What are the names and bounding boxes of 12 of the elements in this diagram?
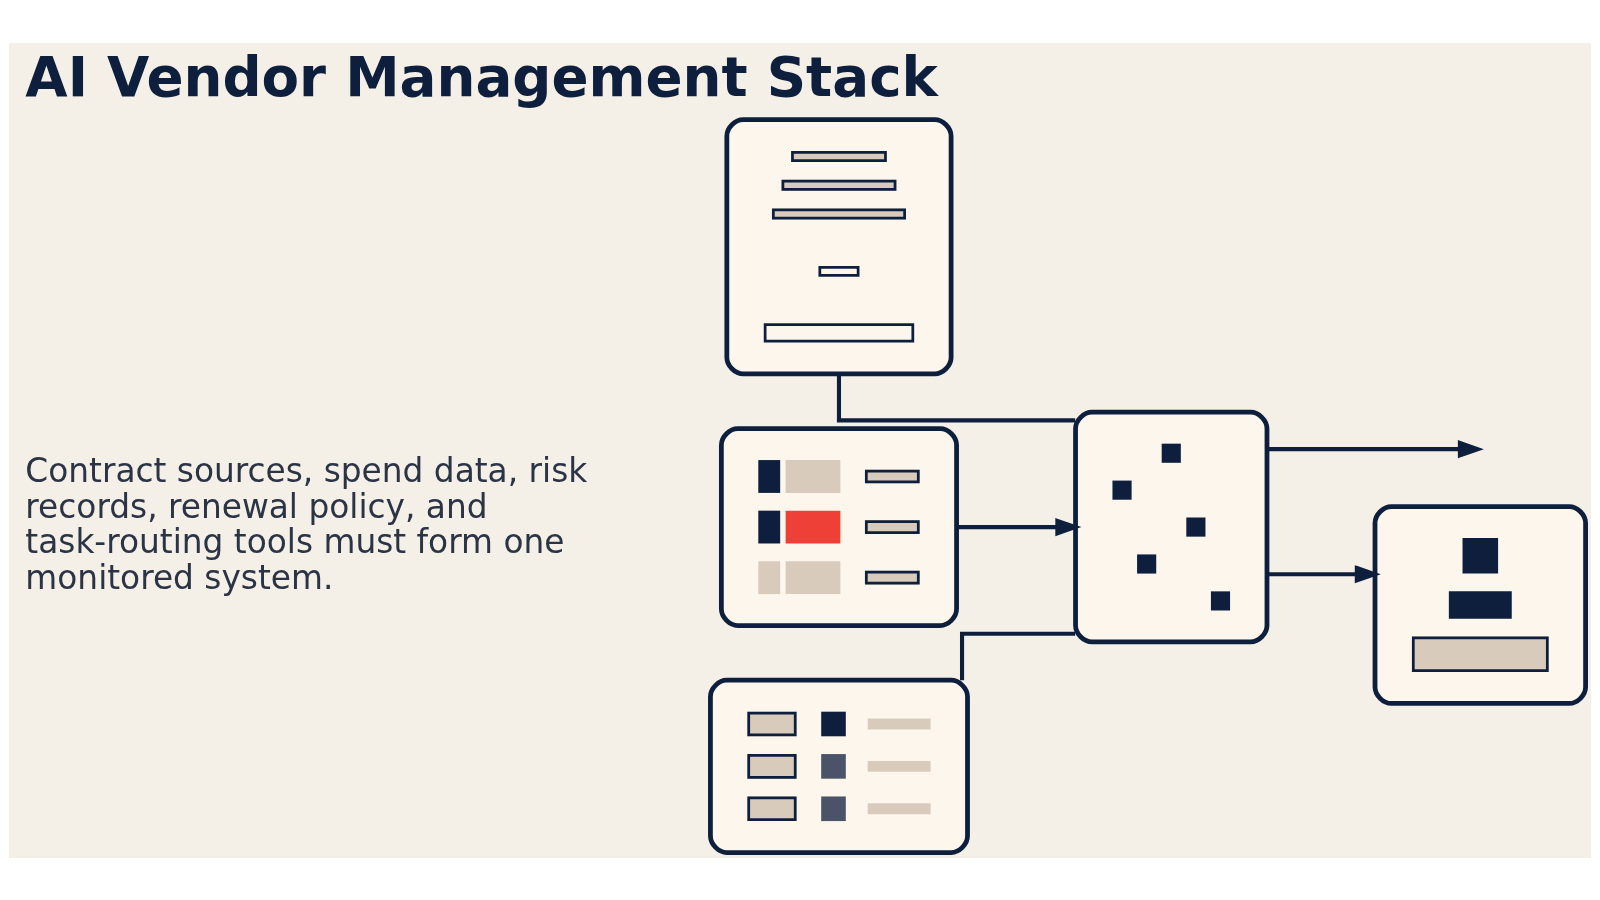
node-picture — [718, 425, 959, 628]
arrow — [1267, 439, 1484, 458]
diagram-title: AI Vendor Management Stack — [25, 44, 938, 109]
label: Contract sources, spend data, risk records, renewal policy, and task-routing tools must form one monitored system. — [25, 451, 588, 597]
node-picture — [708, 677, 970, 855]
arrow — [1267, 564, 1381, 583]
node-picture — [1372, 503, 1588, 706]
node-picture — [724, 116, 954, 376]
connector — [836, 373, 1076, 422]
arrow — [956, 517, 1082, 536]
connector — [960, 631, 1076, 680]
node-picture — [1073, 409, 1270, 644]
